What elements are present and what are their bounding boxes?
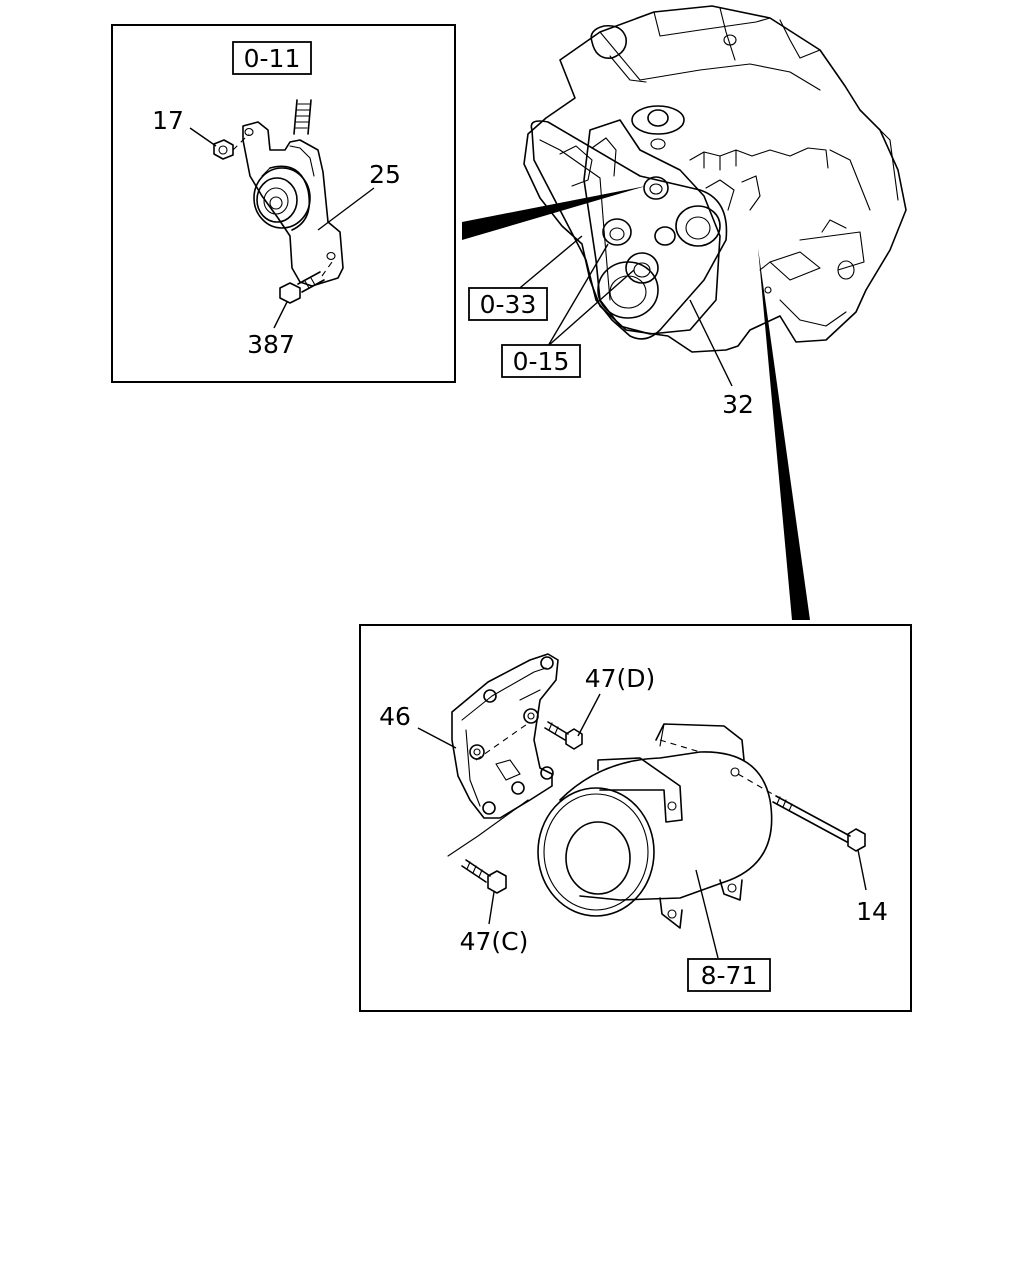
leader-14 <box>857 849 867 891</box>
callout-25: 25 <box>369 160 401 189</box>
callout-17: 17 <box>152 106 184 135</box>
callout-46: 46 <box>379 702 411 731</box>
callout-8-71: 8-71 <box>701 961 758 990</box>
bolt-47d <box>544 721 583 750</box>
leader-47c <box>488 891 495 925</box>
tensioner-detail-inset: 0-11 17 25 387 <box>111 24 456 383</box>
nut <box>213 139 234 160</box>
ac-compressor <box>537 723 773 929</box>
tensioner-bracket <box>242 121 344 287</box>
ref-box-0-11 <box>232 41 312 75</box>
pointer-wedge-compressor <box>758 248 810 620</box>
leader-8-71 <box>695 869 719 959</box>
leader-0-15-a <box>547 243 609 347</box>
leader-0-33 <box>514 235 583 293</box>
tensioner-pulley <box>253 165 311 231</box>
pointer-wedge-tensioner <box>462 186 646 240</box>
ref-box-0-15 <box>501 344 581 378</box>
callout-47d: 47(D) <box>585 664 656 693</box>
leader-32 <box>689 299 733 387</box>
callout-32: 32 <box>722 390 754 419</box>
leader-0-15-b <box>547 269 635 347</box>
through-bolt <box>772 795 866 852</box>
engine-assembly <box>523 5 907 353</box>
flange-bolt <box>279 271 325 304</box>
callout-0-11: 0-11 <box>244 44 301 73</box>
bolt-47c <box>461 859 507 894</box>
callout-47c: 47(C) <box>460 927 529 956</box>
callout-0-33: 0-33 <box>480 290 537 319</box>
callout-0-15: 0-15 <box>513 347 570 376</box>
ref-box-8-71 <box>687 958 771 992</box>
callout-14: 14 <box>856 897 888 926</box>
compressor-detail-inset: 46 47(D) 47(C) 14 8-71 <box>359 624 912 1012</box>
stud-bolt <box>293 99 312 135</box>
ref-box-0-33 <box>468 287 548 321</box>
leader-47d <box>577 693 601 737</box>
callout-387: 387 <box>247 330 295 359</box>
dash-guide-47c <box>447 799 529 857</box>
compressor-bracket <box>451 653 559 819</box>
leader-46 <box>417 727 457 749</box>
